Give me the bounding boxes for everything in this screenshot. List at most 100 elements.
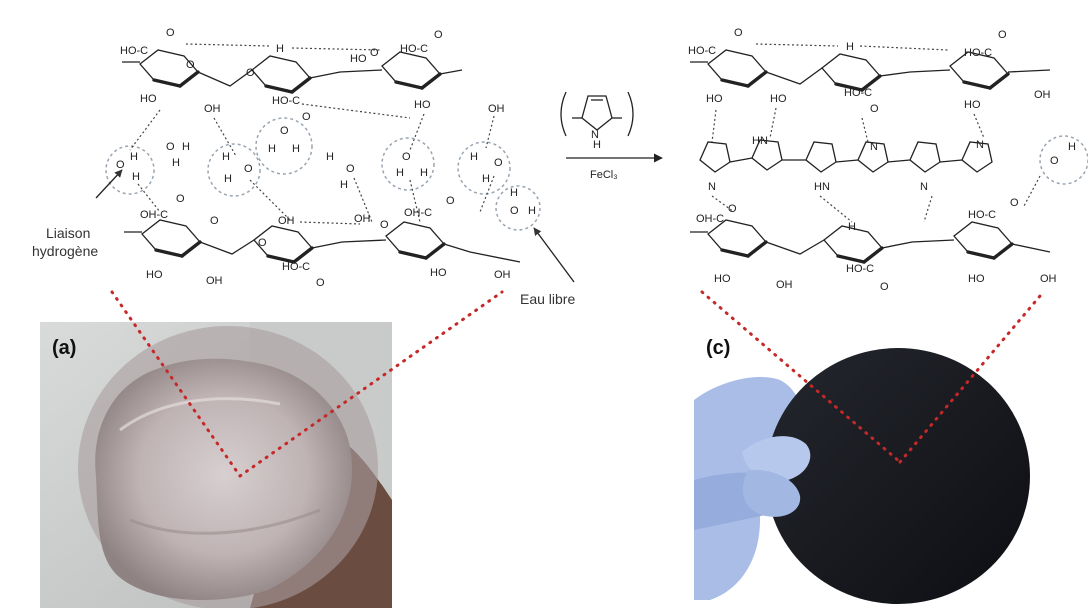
water-molecules: O H H O H H H O H O H H H O H O H H H O …	[116, 125, 536, 217]
polypyrrole-chain: N HN HN N N N	[699, 135, 993, 193]
atom-label: H	[222, 151, 230, 163]
atom-label: OH-C	[404, 207, 432, 219]
right-bottom-chain: OH-C O HO OH H HO-C O HO-C O HO OH	[690, 197, 1057, 293]
atom-label: O	[302, 111, 311, 123]
atom-label: O	[316, 277, 325, 289]
atom-label: O	[244, 163, 253, 175]
atom-label: OH	[488, 103, 505, 115]
atom-label: O	[116, 159, 125, 171]
atom-label: O	[434, 29, 443, 41]
free-water-pointer-arrow	[533, 227, 575, 283]
atom-label: N	[920, 181, 928, 193]
atom-label: O	[186, 59, 195, 71]
atom-label: O	[380, 219, 389, 231]
atom-label: O	[176, 193, 185, 205]
photo-a-hydrogel: (a)	[40, 322, 392, 608]
top-cellulose-chain: HO-C O O HO OH O H HO-C O HO O HO-C O HO…	[120, 27, 505, 123]
atom-label: H	[132, 171, 140, 183]
atom-label: O	[446, 195, 455, 207]
atom-label: H	[420, 167, 428, 179]
atom-label: N	[708, 181, 716, 193]
atom-label: H	[276, 43, 284, 55]
atom-label: O	[210, 215, 219, 227]
bottom-cellulose-chain: OH-C O O HO OH O OH HO-C O OH O OH-C O H…	[124, 193, 521, 289]
atom-label: H	[396, 167, 404, 179]
atom-label: H	[326, 151, 334, 163]
conductive-film-disc	[766, 348, 1030, 604]
atom-label: H	[482, 173, 490, 185]
atom-label: HO-C	[968, 209, 996, 221]
atom-label: HO	[146, 269, 163, 281]
atom-label: OH	[776, 279, 793, 291]
atom-label: HO-C	[120, 45, 148, 57]
hydrogen-bonds	[129, 43, 495, 225]
atom-label: O	[1010, 197, 1019, 209]
atom-label: HO	[350, 53, 367, 65]
free-water-label: Eau libre	[520, 291, 575, 307]
atom-label: HO-C	[272, 95, 300, 107]
atom-label: H	[340, 179, 348, 191]
atom-label: HO-C	[846, 263, 874, 275]
atom-label: O	[880, 281, 889, 293]
hbond-pointer-arrow	[95, 169, 123, 199]
atom-label: OH	[354, 213, 371, 225]
atom-label: O	[1050, 155, 1059, 167]
atom-label: H	[846, 41, 854, 53]
reaction-arrow-group: N H FeCl₃	[560, 91, 663, 181]
atom-label: O	[258, 237, 267, 249]
atom-label: O	[402, 151, 411, 163]
atom-label: H	[182, 141, 190, 153]
catalyst-label: FeCl₃	[590, 169, 618, 181]
atom-label: H	[470, 151, 478, 163]
atom-label: O	[510, 205, 519, 217]
atom-label: HO	[714, 273, 731, 285]
atom-label: N	[870, 141, 878, 153]
atom-label: N	[591, 129, 599, 141]
atom-label: O	[246, 67, 255, 79]
hydrogen-bond-label-line1: Liaison	[46, 225, 90, 241]
right-hydrogen-bonds	[711, 43, 1041, 223]
atom-label: HO	[140, 93, 157, 105]
atom-label: O	[280, 125, 289, 137]
atom-label: H	[593, 139, 601, 151]
atom-label: OH-C	[140, 209, 168, 221]
hydrogen-bond-circle	[1039, 135, 1088, 185]
pyrrole-monomer: N H	[560, 91, 634, 151]
atom-label: HO-C	[844, 87, 872, 99]
atom-label: O	[734, 27, 743, 39]
atom-label: HN	[752, 135, 768, 147]
atom-label: O	[370, 47, 379, 59]
atom-label: HO-C	[282, 261, 310, 273]
atom-label: OH	[278, 215, 295, 227]
atom-label: OH	[204, 103, 221, 115]
right-molecular-scheme: HO-C O HO HO H HO-C O HO-C O HO OH N	[688, 27, 1088, 293]
atom-label: HO	[706, 93, 723, 105]
atom-label: OH	[494, 269, 511, 281]
atom-label: H	[224, 173, 232, 185]
hydrogen-bond-label-line2: hydrogène	[32, 243, 98, 259]
atom-label: HO-C	[964, 47, 992, 59]
zoom-guide-lines	[110, 290, 1042, 478]
atom-label: HO-C	[400, 43, 428, 55]
atom-label: OH-C	[696, 213, 724, 225]
atom-label: H	[268, 143, 276, 155]
atom-label: HN	[814, 181, 830, 193]
atom-label: O	[346, 163, 355, 175]
atom-label: O	[870, 103, 879, 115]
right-top-chain: HO-C O HO HO H HO-C O HO-C O HO OH	[688, 27, 1051, 115]
atom-label: HO	[414, 99, 431, 111]
atom-label: HO	[964, 99, 981, 111]
atom-label: HO-C	[688, 45, 716, 57]
atom-label: O	[998, 29, 1007, 41]
atom-label: O	[166, 27, 175, 39]
atom-label: H	[1068, 141, 1076, 153]
atom-label: H	[510, 187, 518, 199]
atom-label: OH	[1034, 89, 1051, 101]
atom-label: H	[292, 143, 300, 155]
atom-label: H	[130, 151, 138, 163]
panel-label-c: (c)	[706, 337, 730, 359]
atom-label: H	[848, 221, 856, 233]
atom-label: O	[166, 141, 175, 153]
atom-label: N	[976, 139, 984, 151]
